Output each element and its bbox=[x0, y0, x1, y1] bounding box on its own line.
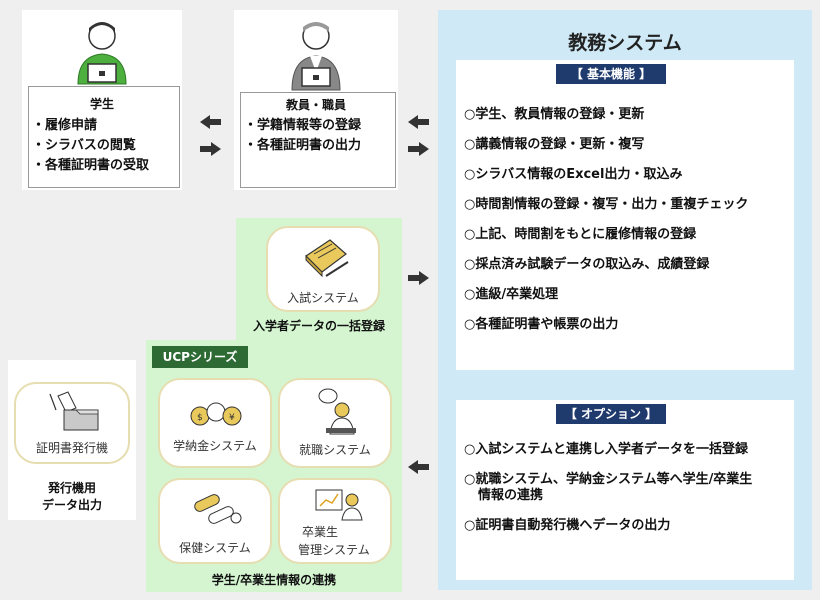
certificate-machine-label: 証明書発行機 bbox=[35, 441, 108, 455]
arrow-left-icon bbox=[200, 115, 210, 129]
entrance-caption: 入学者データの一括登録 bbox=[252, 319, 385, 333]
svg-text:¥: ¥ bbox=[229, 413, 235, 423]
basic-features-badge: 【 基本機能 】 bbox=[556, 64, 666, 84]
student-item: 各種証明書の受取 bbox=[32, 156, 149, 176]
feature-item: シラバス情報のExcel出力・取込み bbox=[464, 160, 748, 190]
staff-title: 教員・職員 bbox=[285, 98, 346, 112]
certificate-caption-line1: 発行機用 bbox=[47, 481, 96, 495]
option-item: 証明書自動発行機へデータの出力 bbox=[464, 518, 754, 534]
feature-item: 各種証明書や帳票の出力 bbox=[464, 310, 748, 340]
coins-icon: $ ¥ bbox=[190, 402, 242, 426]
options-list: 入試システムと連携し入学者データを一括登録 就職システム、学納金システム等へ学生… bbox=[464, 442, 754, 548]
student-title: 学生 bbox=[89, 97, 114, 111]
feature-item: 上記、時間割をもとに履修情報の登録 bbox=[464, 220, 748, 250]
arrow-right-icon bbox=[211, 142, 221, 156]
ucp-caption: 学生/卒業生情報の連携 bbox=[211, 573, 337, 587]
arrow-left-stem bbox=[417, 119, 429, 125]
student-person-icon bbox=[77, 22, 127, 85]
document-folder-icon bbox=[49, 391, 99, 431]
feature-item: 進級/卒業処理 bbox=[464, 280, 748, 310]
system-panel: 教務システム 【 基本機能 】 学生、教員情報の登録・更新 講義情報の登録・更新… bbox=[438, 10, 812, 590]
option-item: 就職システム、学納金システム等へ学生/卒業生情報の連携 bbox=[464, 472, 754, 504]
basic-features-box: 【 基本機能 】 学生、教員情報の登録・更新 講義情報の登録・更新・複写 シラバ… bbox=[456, 60, 794, 370]
certificate-caption-line2: データ出力 bbox=[41, 498, 102, 512]
system-title: 教務システム bbox=[568, 32, 682, 54]
ucp-panel: UCPシリーズ $ ¥ 学納金システム 就職システム 保健システム bbox=[146, 340, 402, 592]
alumni-system-label-line1: 卒業生 bbox=[301, 525, 338, 539]
alumni-system-tile: 卒業生 管理システム bbox=[278, 478, 392, 564]
entrance-panel: 入試システム 入学者データの一括登録 bbox=[236, 218, 402, 340]
tuition-system-label: 学納金システム bbox=[173, 439, 257, 453]
arrow-left-icon bbox=[408, 115, 418, 129]
student-list: 履修申請 シラバスの閲覧 各種証明書の受取 bbox=[32, 116, 149, 176]
arrow-right-icon bbox=[419, 271, 429, 285]
certificate-machine-tile: 証明書発行機 bbox=[14, 382, 130, 464]
options-box: 【 オプション 】 入試システムと連携し入学者データを一括登録 就職システム、学… bbox=[456, 400, 794, 580]
staff-item: 各種証明書の出力 bbox=[244, 136, 361, 156]
student-card: 学生 履修申請 シラバスの閲覧 各種証明書の受取 bbox=[22, 10, 182, 190]
options-badge: 【 オプション 】 bbox=[556, 404, 666, 424]
career-system-tile: 就職システム bbox=[278, 378, 392, 468]
svg-text:$: $ bbox=[197, 413, 203, 423]
staff-person-icon bbox=[291, 22, 341, 91]
entrance-system-tile: 入試システム bbox=[266, 226, 380, 312]
feature-item: 採点済み試験データの取込み、成績登録 bbox=[464, 250, 748, 280]
health-system-tile: 保健システム bbox=[158, 478, 272, 564]
staff-item: 学籍情報等の登録 bbox=[244, 116, 361, 136]
alumni-icon bbox=[315, 489, 363, 521]
feature-item: 講義情報の登録・更新・複写 bbox=[464, 130, 748, 160]
staff-card: 教員・職員 学籍情報等の登録 各種証明書の出力 bbox=[234, 10, 398, 190]
alumni-system-label-line2: 管理システム bbox=[298, 543, 370, 557]
arrow-left-icon bbox=[408, 460, 418, 474]
certificate-card: 証明書発行機 発行機用 データ出力 bbox=[8, 360, 136, 520]
option-item: 入試システムと連携し入学者データを一括登録 bbox=[464, 442, 754, 458]
staff-inner-box bbox=[240, 92, 396, 188]
staff-list: 学籍情報等の登録 各種証明書の出力 bbox=[244, 116, 361, 156]
ucp-badge: UCPシリーズ bbox=[152, 346, 248, 368]
arrow-right-stem bbox=[408, 146, 419, 152]
basic-features-list: 学生、教員情報の登録・更新 講義情報の登録・更新・複写 シラバス情報のExcel… bbox=[464, 100, 748, 340]
student-inner-box bbox=[28, 86, 180, 188]
notebook-icon bbox=[305, 239, 349, 278]
job-seeker-icon bbox=[318, 388, 356, 435]
feature-item: 時間割情報の登録・複写・出力・重複チェック bbox=[464, 190, 748, 220]
arrow-left-stem bbox=[417, 464, 429, 470]
arrow-right-stem bbox=[408, 275, 419, 281]
health-system-label: 保健システム bbox=[179, 541, 251, 555]
student-item: 履修申請 bbox=[32, 116, 149, 136]
career-system-label: 就職システム bbox=[299, 443, 371, 457]
tuition-system-tile: $ ¥ 学納金システム bbox=[158, 378, 272, 468]
arrow-left-stem bbox=[209, 119, 221, 125]
pills-icon bbox=[194, 494, 242, 524]
feature-item: 学生、教員情報の登録・更新 bbox=[464, 100, 748, 130]
arrow-right-stem bbox=[200, 146, 211, 152]
arrow-right-icon bbox=[419, 142, 429, 156]
entrance-system-label: 入試システム bbox=[287, 291, 359, 305]
student-item: シラバスの閲覧 bbox=[32, 136, 149, 156]
